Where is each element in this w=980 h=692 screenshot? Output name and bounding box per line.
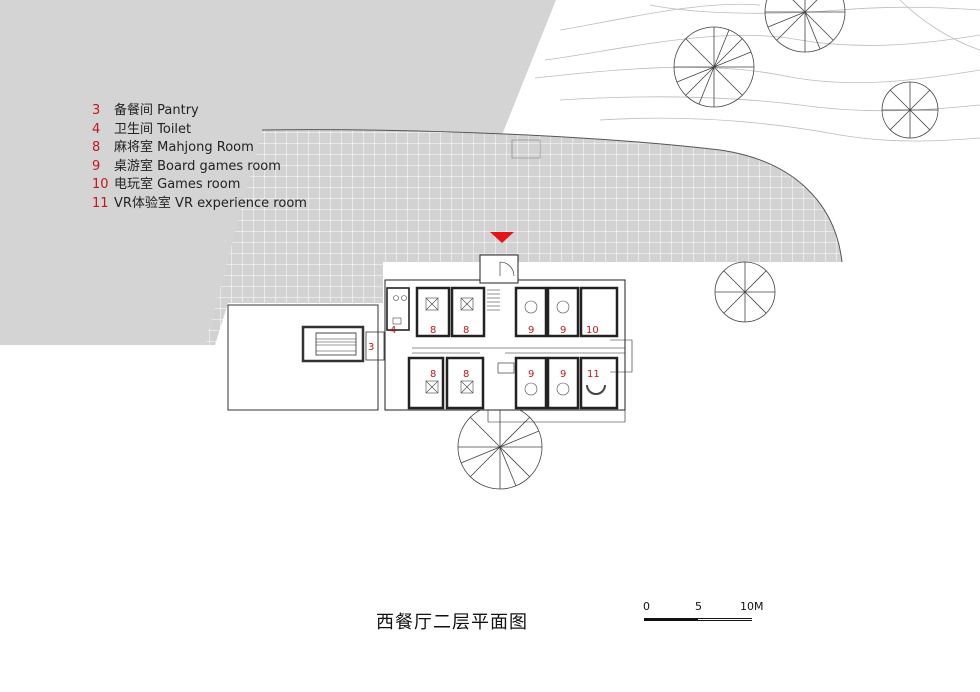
legend-label: 电玩室 Games room [114,177,241,193]
room-label-board-top-1: 9 [528,325,534,336]
scale-bar-hollow [698,618,752,621]
legend-label: VR体验室 VR experience room [114,195,307,211]
legend-label: 桌游室 Board games room [114,158,281,174]
legend-num: 4 [92,121,101,137]
plaza-edge [261,129,843,263]
room-label-games-room: 10 [586,325,599,336]
legend-label: 卫生间 Toilet [114,121,192,137]
room-label-mahjong-bottom-2: 8 [463,369,469,380]
room-label-pantry: 3 [368,342,374,353]
legend-num: 3 [92,103,101,118]
legend-num: 11 [92,195,109,211]
legend-num: 8 [92,140,101,156]
room-label-vr-room: 11 [587,369,600,380]
contour-lines [534,0,980,142]
main-building [384,254,633,423]
legend-num: 9 [92,158,101,174]
legend-label: 麻将室 Mahjong Room [114,140,254,156]
room-label-mahjong-top-2: 8 [463,325,469,336]
west-wing [227,304,385,411]
legend: 3 备餐间 Pantry 4 卫生间 Toilet 8 麻将室 Mahjong Roo… [92,102,307,214]
shaded-terrain [0,0,556,345]
scale-label: 0 [643,600,650,613]
room-label-board-bottom-2: 9 [560,369,566,380]
room-labels: 3 4 8 8 9 9 10 8 8 9 9 11 [368,325,600,380]
legend-num: 10 [92,177,109,193]
room-label-mahjong-top-1: 8 [430,325,436,336]
room-label-board-bottom-1: 9 [528,369,534,380]
plaza-step [511,139,541,159]
room-label-toilet: 4 [390,325,396,336]
room-label-board-top-2: 9 [560,325,566,336]
legend-item: 10 电玩室 Games room [92,176,307,195]
legend-item: 8 麻将室 Mahjong Room [92,139,307,158]
legend-item: 4 卫生间 Toilet [92,121,307,140]
entrance-marker-icon [490,232,514,243]
grid-plaza [205,129,842,345]
tree-canopies [457,0,939,490]
legend-item: 9 桌游室 Board games room [92,158,307,177]
legend-label: 备餐间 Pantry [114,103,199,118]
scale-label: 10M [740,600,764,613]
legend-item: 3 备餐间 Pantry [92,102,307,121]
scale-label: 5 [695,600,702,613]
scale-bar: 0 5 10M [640,600,764,630]
furniture [392,295,606,396]
legend-item: 11 VR体验室 VR experience room [92,195,307,214]
drawing-title: 西餐厅二层平面图 [376,612,528,633]
room-label-mahjong-bottom-1: 8 [430,369,436,380]
